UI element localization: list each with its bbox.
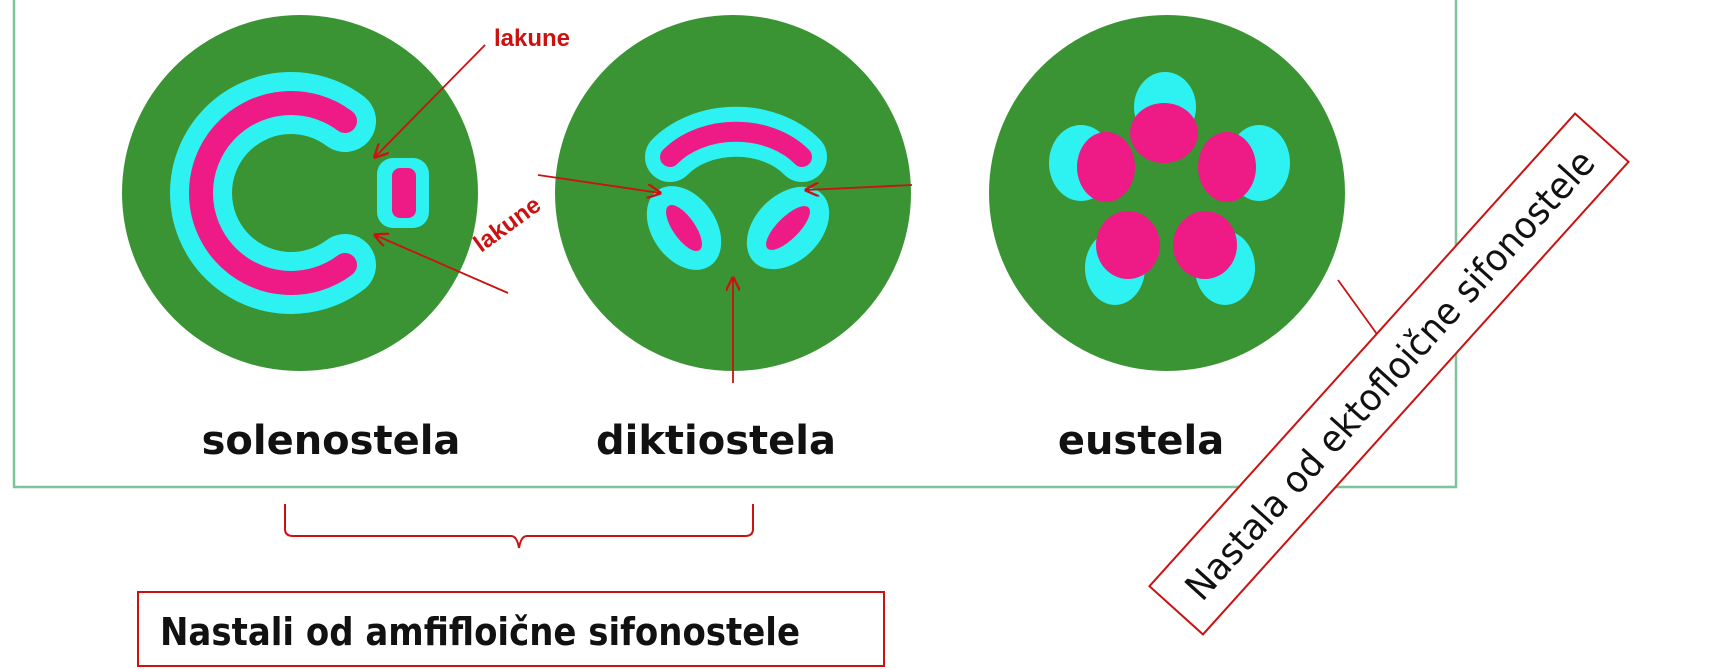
lakune-arrow-top [375, 44, 486, 157]
solenostela-cross-section [122, 15, 478, 371]
diagram-frame [12, 0, 1458, 489]
xylem-bundle [1077, 132, 1135, 202]
lakune-arrow-dikt-left [537, 174, 660, 193]
xylem-bundle [1130, 103, 1198, 163]
grouping-brace [284, 504, 754, 549]
cortex-circle [555, 15, 911, 371]
lakune-label-top: lakune [494, 25, 570, 52]
eustela-label: eustela [1058, 418, 1224, 464]
xylem-bundle [1198, 132, 1256, 202]
xylem-bundle [1096, 211, 1160, 279]
cortex-circle [989, 15, 1345, 371]
amfifloicne-box-text: Nastali od amfifloične sifonostele [160, 610, 800, 654]
diktiostela-label: diktiostela [596, 418, 836, 464]
upper-xylem-arc [660, 121, 812, 167]
lakune-arrow-bottom [375, 235, 509, 294]
left-xylem-strand [666, 205, 702, 251]
xylem-bundle [1173, 211, 1237, 279]
right-xylem-strand [766, 206, 810, 250]
amfifloicne-box [137, 591, 885, 667]
diktiostela-cross-section [555, 15, 911, 371]
lakune-arrow-dikt-right [806, 185, 913, 190]
lakune-label-mid: lakune [469, 191, 546, 258]
small-xylem-segment [392, 168, 416, 218]
solenostela-label: solenostela [202, 418, 461, 464]
c-shaped-xylem [189, 91, 357, 295]
eustela-cross-section [989, 15, 1345, 371]
ektofloicne-box-border [1148, 112, 1630, 636]
